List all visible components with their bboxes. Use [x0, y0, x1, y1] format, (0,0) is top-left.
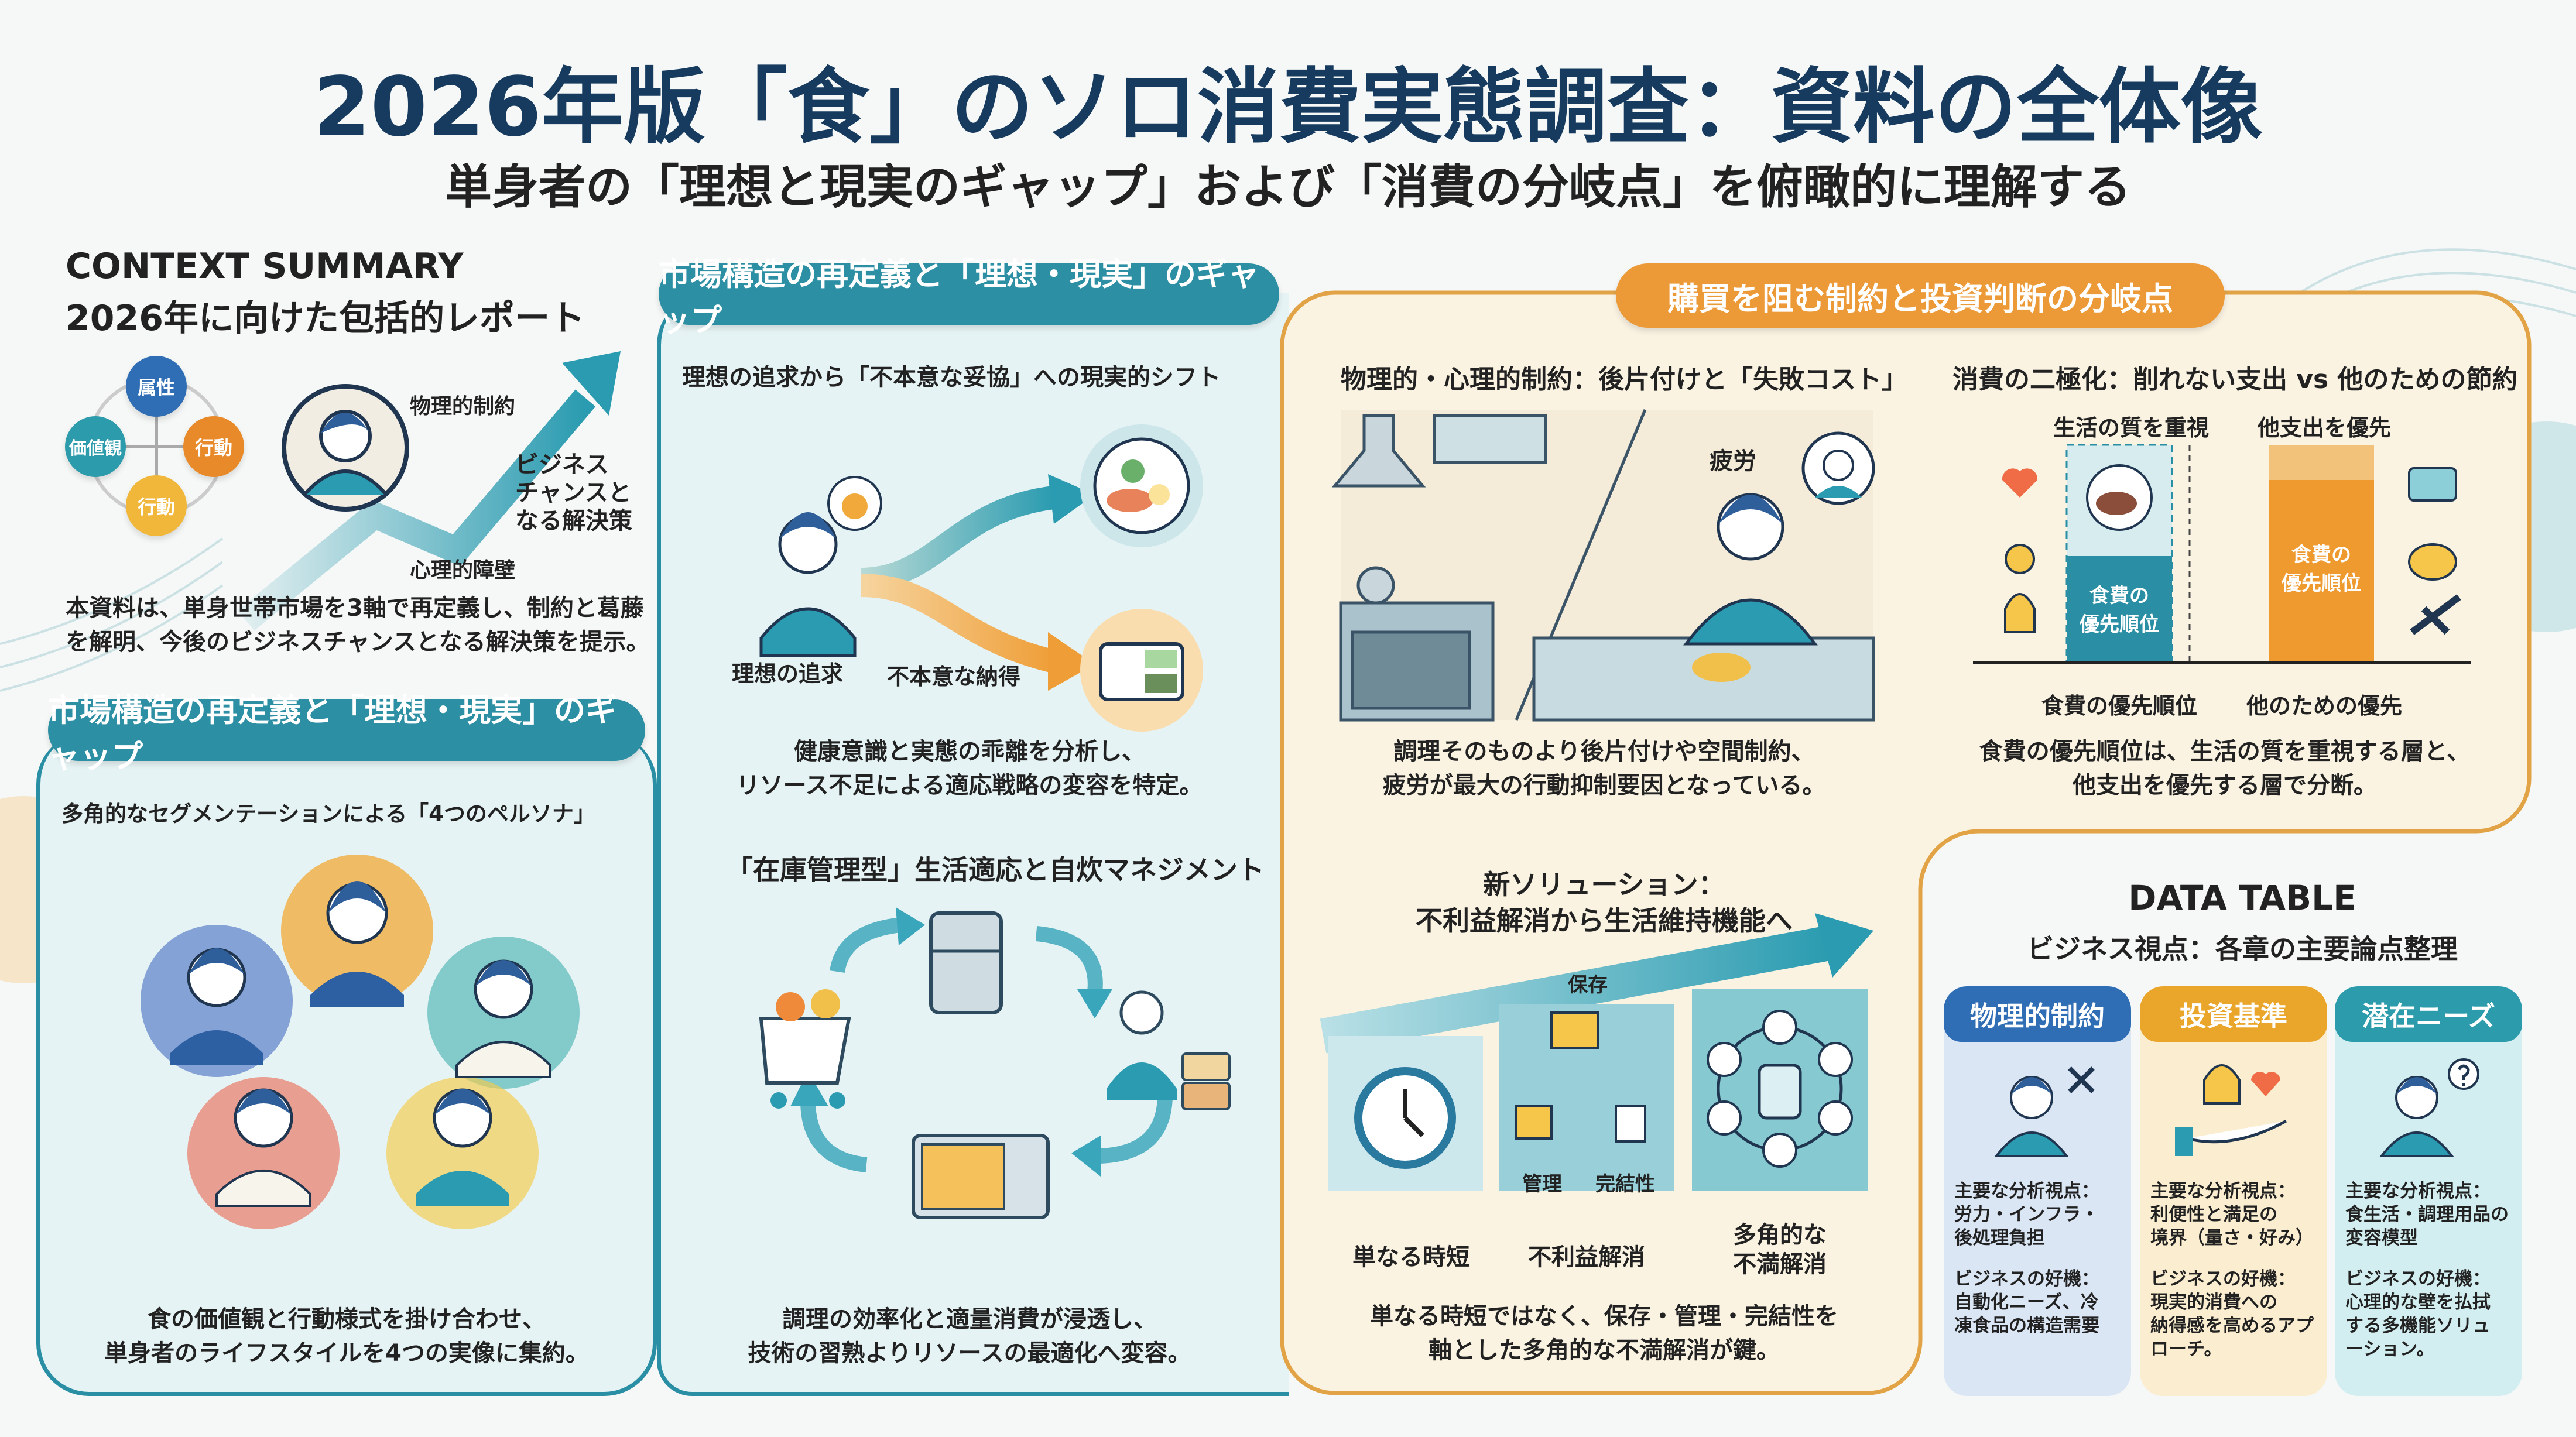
- constraints-header: 購買を阻む制約と投資判断の分岐点: [1616, 263, 2225, 328]
- tired-person-icon: [1993, 1066, 2095, 1157]
- inventory-cycle-illustration: [759, 907, 1231, 1219]
- bar-other: [2269, 480, 2374, 661]
- fatigue-label: 疲労: [1710, 448, 1756, 475]
- data-card-chance: ビジネスの好機： 現実的消費への 納得感を高めるアプ ローチ。: [2150, 1268, 2314, 1360]
- bar-label-other: 食費の 優先順位: [2282, 543, 2361, 595]
- axis-label-quality: 食費の優先順位: [2041, 693, 2197, 719]
- data-card-header: 投資基準: [2140, 986, 2327, 1042]
- context-subheading: 2026年に向けた包括的レポート: [66, 298, 585, 339]
- physical-body: 調理そのものより後片付けや空間制約、 疲労が最大の行動抑制要因となっている。: [1382, 738, 1826, 799]
- data-card-investment: 投資基準 主要な分析視点： 利便性と満足の 境界（量さ・好み） ビジネスの好機：…: [2140, 986, 2327, 1396]
- step-time-saving: 単なる時短: [1352, 1244, 1469, 1271]
- context-body: 本資料は、単身世帯市場を3軸で再定義し、制約と葛藤 を解明、今後のビジネスチャン…: [66, 595, 650, 656]
- step-disadvantage: 不利益解消: [1528, 1244, 1645, 1271]
- split-heading: 消費の二極化：削れない支出 vs 他のための節約: [1952, 365, 2518, 395]
- split-body: 食費の優先順位は、生活の質を重視する層と、 他支出を優先する層で分断。: [1979, 738, 2471, 799]
- page-subtitle: 単身者の「理想と現実のギャップ」および「消費の分岐点」を俯瞰的に理解する: [445, 160, 2131, 214]
- axis-circle-values: 価値観: [65, 416, 126, 477]
- data-card-view: 主要な分析視点： 食生活・調理用品の 変容模型: [2345, 1181, 2509, 1249]
- data-card-view: 主要な分析視点： 労力・インフラ・ 後処理負担: [1954, 1181, 2099, 1249]
- split-chart: [1973, 444, 2471, 664]
- context-heading: CONTEXT SUMMARY: [66, 246, 464, 287]
- data-table-subtitle: ビジネス視点：各章の主要論点整理: [2027, 933, 2458, 965]
- person-avatar-icon: [282, 384, 409, 512]
- data-card-view: 主要な分析視点： 利便性と満足の 境界（量さ・好み）: [2150, 1181, 2314, 1249]
- money-heart-hand-icon: [2175, 1064, 2287, 1156]
- axis-label-other: 他のための優先: [2246, 693, 2402, 719]
- bar-quality: [2067, 556, 2172, 661]
- label-psychological-barrier: 心理的障壁: [410, 558, 516, 582]
- personas-heading: 多角的なセグメンテーションによる「4つのペルソナ」: [61, 801, 595, 826]
- data-card-header: 物理的制約: [1944, 986, 2131, 1042]
- page-title: 2026年版「食」のソロ消費実態調査：資料の全体像: [313, 60, 2263, 155]
- bar-label-quality: 食費の 優先順位: [2080, 584, 2159, 636]
- physical-heading: 物理的・心理的制約：後片付けと「失敗コスト」: [1341, 365, 1907, 395]
- step-multi-dissatisfaction: 多角的な 不満解消: [1733, 1222, 1827, 1278]
- label-compromise: 不本意な納得: [887, 664, 1021, 690]
- gap-header: 市場構造の再定義と「理想・現実」のギャップ: [659, 256, 1279, 339]
- col-quality-label: 生活の質を重視: [2053, 415, 2209, 441]
- data-table-title: DATA TABLE: [2128, 878, 2356, 918]
- inventory-heading: 「在庫管理型」生活適応と自炊マネジメント: [726, 854, 1265, 886]
- ideal-vs-reality-illustration: [759, 424, 1203, 732]
- thinking-person-icon: [2379, 1058, 2479, 1157]
- data-card-latent-needs: 潜在ニーズ 主要な分析視点： 食生活・調理用品の 変容模型 ビジネスの好機： 心…: [2335, 986, 2522, 1396]
- label-physical-constraint: 物理的制約: [410, 395, 516, 419]
- data-card-chance: ビジネスの好機： 心理的な壁を払拭 する多機能ソリュ ーション。: [2345, 1268, 2491, 1360]
- data-card-chance: ビジネスの好機： 自動化ニーズ、冷 凍食品の構造需要: [1954, 1268, 2099, 1336]
- solution-body: 単なる時短ではなく、保存・管理・完結性を 軸とした多角的な不満解消が鍵。: [1370, 1303, 1838, 1364]
- axis-circle-behavior-2: 行動: [126, 475, 187, 536]
- personas-body: 食の価値観と行動様式を掛け合わせ、 単身者のライフスタイルを4つの実像に集約。: [104, 1306, 589, 1367]
- gap-body: 健康意識と実態の乖離を分析し、 リソース不足による適応戦略の変容を特定。: [736, 738, 1203, 799]
- data-card-physical: 物理的制約 主要な分析視点： 労力・インフラ・ 後処理負担 ビジネスの好機： 自…: [1944, 986, 2131, 1396]
- cycle-label-completeness: 完結性: [1595, 1172, 1655, 1196]
- kitchen-fatigue-illustration: [1331, 409, 1875, 722]
- data-card-header: 潜在ニーズ: [2335, 986, 2522, 1042]
- inventory-body: 調理の効率化と適量消費が浸透し、 技術の習熟よりリソースの最適化へ変容。: [748, 1306, 1191, 1367]
- solution-steps-illustration: [1320, 913, 1873, 1191]
- col-other-label: 他支出を優先: [2257, 415, 2391, 441]
- label-ideal: 理想の追求: [732, 661, 844, 687]
- persona-wheel-illustration: [141, 855, 580, 1229]
- solution-heading: 新ソリューション： 不利益解消から生活維持機能へ: [1416, 869, 1793, 937]
- cycle-label-manage: 管理: [1522, 1172, 1562, 1196]
- axis-circle-behavior: 行動: [183, 416, 244, 477]
- cycle-label-save: 保存: [1568, 973, 1608, 997]
- gap-heading: 理想の追求から「不本意な妥協」への現実的シフト: [682, 364, 1221, 391]
- label-business-chance: ビジネス チャンスと なる解決策: [515, 451, 632, 534]
- axis-circle-attribute: 属性: [126, 356, 187, 417]
- personas-header: 市場構造の再定義と「理想・現実」のギャップ: [48, 692, 645, 775]
